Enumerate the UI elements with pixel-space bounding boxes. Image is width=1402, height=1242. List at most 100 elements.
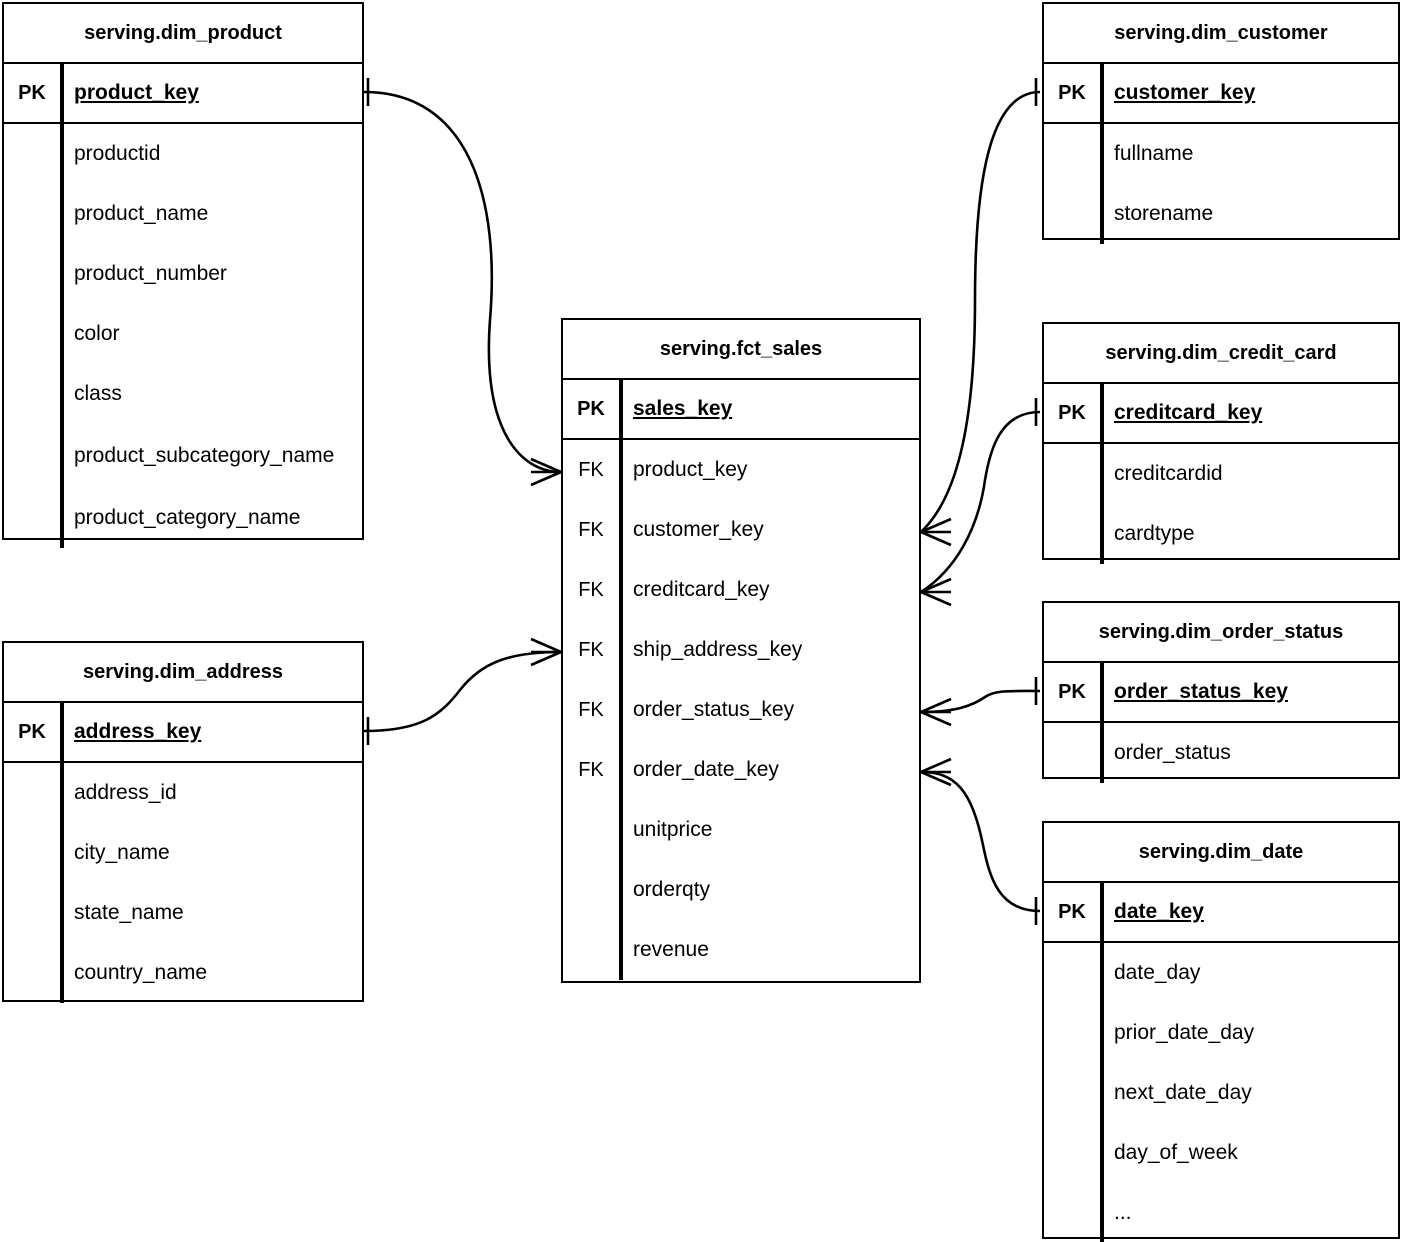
entity-body-dim-credit-card: PK creditcard_key creditcardid cardtype [1044,384,1398,564]
table-row[interactable]: cardtype [1044,504,1398,564]
entity-dim-order-status[interactable]: serving.dim_order_status PK order_status… [1042,601,1400,783]
table-row[interactable]: class [4,364,362,424]
pk-field-name: creditcard_key [1114,400,1263,424]
table-row-pk[interactable]: PK address_key [4,703,362,763]
relationship-creditcard [920,398,1041,607]
table-row-fk[interactable]: FK ship_address_key [563,620,919,680]
entity-body-dim-date: PK date_key date_day prior_date_day next… [1044,883,1398,1242]
table-row-pk[interactable]: PK sales_key [563,380,919,440]
table-row-fk[interactable]: FK order_date_key [563,740,919,800]
table-row[interactable]: prior_date_day [1044,1003,1398,1063]
table-row[interactable]: productid [4,124,362,184]
table-row[interactable]: day_of_week [1044,1123,1398,1183]
relationship-customer [920,78,1041,547]
table-row[interactable]: state_name [4,883,362,943]
pk-field-name: sales_key [633,396,733,420]
table-row[interactable]: product_category_name [4,488,362,548]
table-row[interactable]: product_name [4,184,362,244]
pk-badge: PK [1044,384,1102,442]
entity-body-dim-customer: PK customer_key fullname storename [1044,64,1398,244]
key-badge [1044,184,1102,244]
attribute-name: product_subcategory_name [62,424,362,488]
attribute-name: prior_date_day [1114,1020,1255,1044]
fk-field-name: creditcard_key [633,577,770,601]
key-badge [4,823,62,883]
fk-badge: FK [563,740,621,800]
measure-name: orderqty [633,877,711,901]
pk-badge: PK [1044,64,1102,122]
fk-badge: FK [563,500,621,560]
pk-badge: PK [4,703,62,761]
table-row-pk[interactable]: PK order_status_key [1044,663,1398,723]
table-row[interactable]: order_status [1044,723,1398,783]
key-badge [4,763,62,823]
key-badge [4,124,62,184]
fk-field-name: ship_address_key [633,637,803,661]
entity-dim-date[interactable]: serving.dim_date PK date_key date_day pr… [1042,821,1400,1242]
table-row[interactable]: ... [1044,1183,1398,1242]
crowsfoot-product [530,457,562,487]
key-badge [4,304,62,364]
table-row[interactable]: unitprice [563,800,919,860]
attribute-name: state_name [74,900,184,924]
table-row-fk[interactable]: FK order_status_key [563,680,919,740]
entity-dim-address[interactable]: serving.dim_address PK address_key addre… [2,641,364,1003]
table-row[interactable]: product_number [4,244,362,304]
relationship-address [363,637,562,745]
pk-badge: PK [1044,663,1102,721]
entity-body-dim-product: PK product_key productid product_name pr… [4,64,362,548]
crowsfoot-customer [920,517,952,547]
table-row[interactable]: address_id [4,763,362,823]
key-badge [4,943,62,1003]
crowsfoot-orderstatus [920,697,952,727]
key-badge [1044,504,1102,564]
attribute-name: color [74,321,120,345]
table-row-pk[interactable]: PK customer_key [1044,64,1398,124]
fk-field-name: product_key [633,457,748,481]
attribute-name: storename [1114,201,1214,225]
key-badge [1044,124,1102,184]
table-row[interactable]: next_date_day [1044,1063,1398,1123]
entity-title-fct-sales: serving.fct_sales [563,320,919,380]
crowsfoot-creditcard [920,577,952,607]
pk-field-name: date_key [1114,899,1204,923]
attribute-name: date_day [1114,960,1201,984]
entity-body-dim-order-status: PK order_status_key order_status [1044,663,1398,783]
table-row[interactable]: product_subcategory_name [4,424,362,488]
table-row-fk[interactable]: FK creditcard_key [563,560,919,620]
entity-dim-customer[interactable]: serving.dim_customer PK customer_key ful… [1042,2,1400,244]
entity-title-dim-product: serving.dim_product [4,4,362,64]
table-row[interactable]: creditcardid [1044,444,1398,504]
entity-title-dim-address: serving.dim_address [4,643,362,703]
table-row[interactable]: fullname [1044,124,1398,184]
table-row-fk[interactable]: FK customer_key [563,500,919,560]
table-row[interactable]: date_day [1044,943,1398,1003]
entity-dim-product[interactable]: serving.dim_product PK product_key produ… [2,2,364,548]
table-row[interactable]: country_name [4,943,362,1003]
pk-badge: PK [1044,883,1102,941]
entity-dim-credit-card[interactable]: serving.dim_credit_card PK creditcard_ke… [1042,322,1400,564]
key-badge [563,860,621,920]
table-row-pk[interactable]: PK date_key [1044,883,1398,943]
attribute-name: product_name [74,201,209,225]
key-badge [1044,1063,1102,1123]
table-row[interactable]: orderqty [563,860,919,920]
entity-title-dim-customer: serving.dim_customer [1044,4,1398,64]
table-row[interactable]: city_name [4,823,362,883]
table-row[interactable]: storename [1044,184,1398,244]
attribute-ellipsis: ... [1114,1200,1132,1224]
fk-badge: FK [563,440,621,500]
key-badge [1044,444,1102,504]
table-row-fk[interactable]: FK product_key [563,440,919,500]
relationship-product [363,78,562,487]
entity-title-dim-order-status: serving.dim_order_status [1044,603,1398,663]
key-badge [4,364,62,424]
entity-fct-sales[interactable]: serving.fct_sales PK sales_key FK produc… [561,318,921,983]
table-row-pk[interactable]: PK creditcard_key [1044,384,1398,444]
table-row[interactable]: revenue [563,920,919,980]
key-badge [563,800,621,860]
table-row-pk[interactable]: PK product_key [4,64,362,124]
attribute-name: country_name [74,960,208,984]
table-row[interactable]: color [4,304,362,364]
attribute-name: address_id [74,780,177,804]
